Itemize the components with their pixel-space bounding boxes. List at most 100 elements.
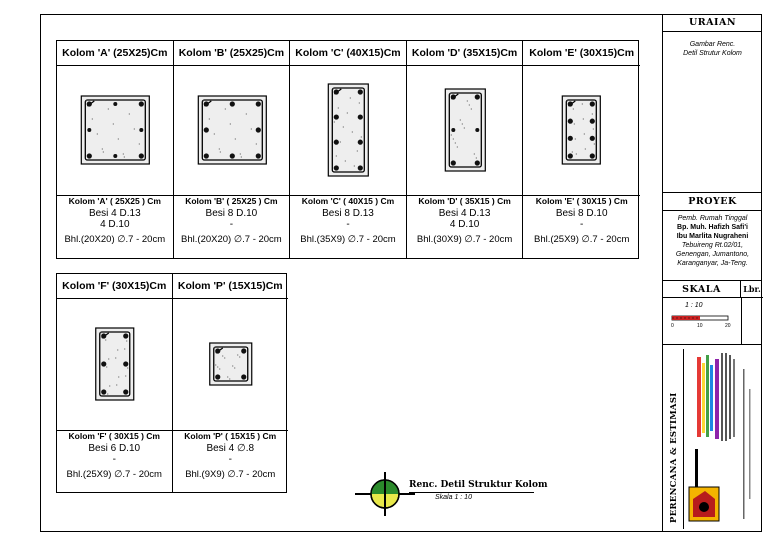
concrete-outline xyxy=(80,95,150,165)
aggregate-dot xyxy=(333,121,336,123)
aggregate-dot xyxy=(466,100,468,102)
column-title: Kolom 'B' ( 25X25 ) Cm xyxy=(185,196,278,206)
column-bhl: Bhl.(25X9) ∅.7 - 20cm xyxy=(533,233,630,245)
aggregate-dot xyxy=(231,365,233,367)
aggregate-dot xyxy=(585,148,587,150)
rebar-dot xyxy=(138,101,144,107)
rebar-dot xyxy=(203,153,209,159)
rebar-dot xyxy=(138,153,144,159)
aggregate-dot xyxy=(567,100,569,102)
rebar-dot xyxy=(590,153,596,159)
column-section-svg xyxy=(444,88,486,172)
rebar-dot xyxy=(590,101,596,107)
column-besi: Besi 8 D.13 xyxy=(322,207,374,219)
stirrup xyxy=(448,92,482,168)
column-section-drawing xyxy=(172,298,288,431)
rebar-dot xyxy=(451,128,456,132)
uraian-section: URAIAN Gambar Renc. Detil Strutur Kolom xyxy=(663,14,762,193)
column-header: Kolom 'D' (35X15)Cm xyxy=(406,41,523,66)
aggregate-dot xyxy=(127,367,129,369)
aggregate-dot xyxy=(116,384,118,386)
column-besi2: - xyxy=(229,219,234,230)
aggregate-dot xyxy=(117,349,119,351)
aggregate-dot xyxy=(224,108,226,110)
company-logo-icon xyxy=(688,353,751,522)
rebar-dot xyxy=(113,102,118,106)
perencana-label: PERENCANA & ESTIMASI xyxy=(669,392,679,523)
aggregate-dot xyxy=(238,356,240,358)
aggregate-dot xyxy=(332,88,335,90)
aggregate-dot xyxy=(125,375,127,377)
drawing-scale: Skala 1 : 10 xyxy=(435,494,472,501)
rebar-dot xyxy=(357,89,364,95)
rebar-dot xyxy=(357,139,364,145)
column-section-drawing xyxy=(523,65,640,196)
aggregate-dot xyxy=(229,123,231,125)
uraian-text-2: Detil Strutur Kolom xyxy=(683,50,742,57)
rebar-dot xyxy=(255,101,261,107)
column-title: Kolom 'F' ( 30X15 ) Cm xyxy=(68,431,160,441)
aggregate-dot xyxy=(470,108,472,110)
aggregate-dot xyxy=(335,155,338,157)
aggregate-dot xyxy=(475,157,477,159)
aggregate-dot xyxy=(112,123,114,125)
aggregate-dot xyxy=(105,339,107,341)
column-title: Kolom 'D' ( 35X15 ) Cm xyxy=(418,196,511,206)
rebar-dot xyxy=(568,153,574,159)
rebar-dot xyxy=(123,389,129,395)
column-bhl: Bhl.(20X20) ∅.7 - 20cm xyxy=(181,233,282,245)
aggregate-dot xyxy=(358,102,361,104)
stirrup xyxy=(201,99,263,161)
aggregate-dot xyxy=(91,118,93,120)
lbr-title: Lbr. xyxy=(741,281,763,298)
rebar-dot xyxy=(474,94,480,100)
column-header: Kolom 'C' (40X15)Cm xyxy=(290,41,406,66)
column-header: Kolom 'E' (30X15)Cm xyxy=(523,41,640,66)
stirrup xyxy=(566,99,598,161)
column-bhl: Bhl.(20X20) ∅.7 - 20cm xyxy=(64,233,166,245)
rebar-dot xyxy=(214,374,220,380)
aggregate-dot xyxy=(449,93,451,95)
aggregate-dot xyxy=(226,376,228,378)
aggregate-dot xyxy=(576,153,578,155)
title-symbol-icon xyxy=(355,472,415,516)
aggregate-dot xyxy=(463,127,465,129)
aggregate-dot xyxy=(233,367,235,369)
rebar-dot xyxy=(123,333,129,339)
stirrup xyxy=(212,346,248,382)
uraian-text-1: Gambar Renc. xyxy=(689,41,736,48)
column-title: Kolom 'P' ( 15X15 ) Cm xyxy=(184,431,277,441)
rebar-dot xyxy=(450,160,456,166)
column-besi2: - xyxy=(228,454,232,465)
column-title: Kolom 'E' ( 30X15 ) Cm xyxy=(535,196,628,206)
aggregate-dot xyxy=(213,133,215,135)
rebar-dot xyxy=(568,135,574,141)
concrete-outline xyxy=(327,83,370,177)
aggregate-dot xyxy=(221,355,223,357)
aggregate-dot xyxy=(208,118,210,120)
aggregate-dot xyxy=(107,393,109,395)
column-section-drawing xyxy=(173,65,290,196)
aggregate-dot xyxy=(106,366,108,368)
column-title: Kolom 'C' ( 40X15 ) Cm xyxy=(301,196,395,206)
aggregate-dot xyxy=(102,151,104,153)
aggregate-dot xyxy=(236,354,238,356)
aggregate-dot xyxy=(216,366,218,368)
rebar-dot xyxy=(357,114,364,120)
aggregate-dot xyxy=(337,107,340,109)
aggregate-dot xyxy=(459,119,461,121)
proyek-line-1: Pemb. Rumah Tinggal xyxy=(677,215,748,222)
aggregate-dot xyxy=(450,134,452,136)
rebar-dot xyxy=(101,389,107,395)
aggregate-dot xyxy=(255,143,257,145)
aggregate-dot xyxy=(456,146,458,148)
aggregate-dot xyxy=(240,156,242,158)
rebar-dot xyxy=(475,128,480,132)
column-besi: Besi 6 D.10 xyxy=(88,442,141,454)
aggregate-dot xyxy=(572,151,574,153)
aggregate-dot xyxy=(202,100,204,102)
